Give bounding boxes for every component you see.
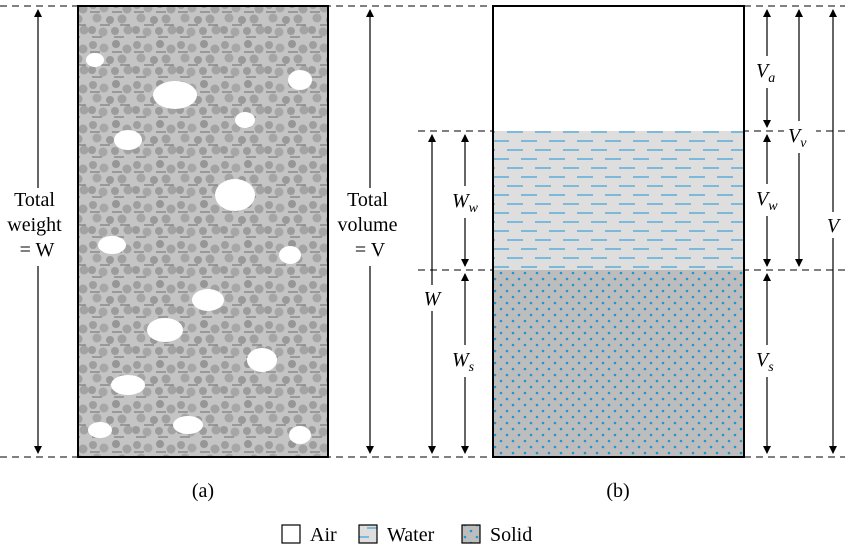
ww-label: Ww xyxy=(452,190,479,216)
air-legend-swatch xyxy=(281,524,301,544)
water-legend-swatch xyxy=(358,524,378,544)
air-voids xyxy=(86,53,312,444)
solid-legend-swatch xyxy=(461,524,481,544)
total-volume-line-2: volume xyxy=(338,214,398,236)
total-weight-line-2: weight xyxy=(7,214,62,236)
va-sub: a xyxy=(768,71,775,86)
ws-label: Ws xyxy=(452,349,475,375)
total-weight-label: Total weight = W xyxy=(7,189,66,261)
water-phase xyxy=(493,131,744,270)
total-volume-line-1: Total xyxy=(347,189,388,211)
panel-b-caption: (b) xyxy=(606,480,629,502)
air-phase xyxy=(493,6,744,131)
panel-a-caption: (a) xyxy=(192,480,214,502)
panel-b: W Ww Ws Va Vw Vs Vv V (b) xyxy=(420,5,844,502)
total-weight-line-1: Total xyxy=(14,189,55,211)
panel-a: Total weight = W Total volume = V (a) xyxy=(4,5,406,502)
vs-main: V xyxy=(756,349,771,371)
vv-sub: v xyxy=(800,136,807,151)
vs-sub: s xyxy=(768,360,774,375)
ww-main: W xyxy=(452,190,471,212)
legend: Air Water Solid xyxy=(281,524,532,546)
w-label: W xyxy=(424,288,443,310)
v-label: V xyxy=(827,215,842,237)
water-legend-label: Water xyxy=(387,524,435,546)
vw-label: Vw xyxy=(756,188,778,214)
guide-lines xyxy=(0,5,845,458)
total-volume-line-3: = V xyxy=(355,239,386,261)
va-label: Va xyxy=(756,60,775,86)
phase-box xyxy=(492,5,745,458)
vv-label: Vv xyxy=(788,125,807,151)
ww-sub: w xyxy=(469,201,479,216)
total-weight-line-3: = W xyxy=(20,239,55,261)
solid-phase xyxy=(493,270,744,457)
air-legend-label: Air xyxy=(310,524,337,546)
ws-sub: s xyxy=(469,360,475,375)
vs-label: Vs xyxy=(756,349,774,375)
vv-main: V xyxy=(788,125,803,147)
va-main: V xyxy=(756,60,771,82)
total-volume-label: Total volume = V xyxy=(338,189,403,261)
solid-legend-label: Solid xyxy=(490,524,532,546)
vw-sub: w xyxy=(768,199,778,214)
ws-main: W xyxy=(452,349,471,371)
vw-main: V xyxy=(756,188,771,210)
